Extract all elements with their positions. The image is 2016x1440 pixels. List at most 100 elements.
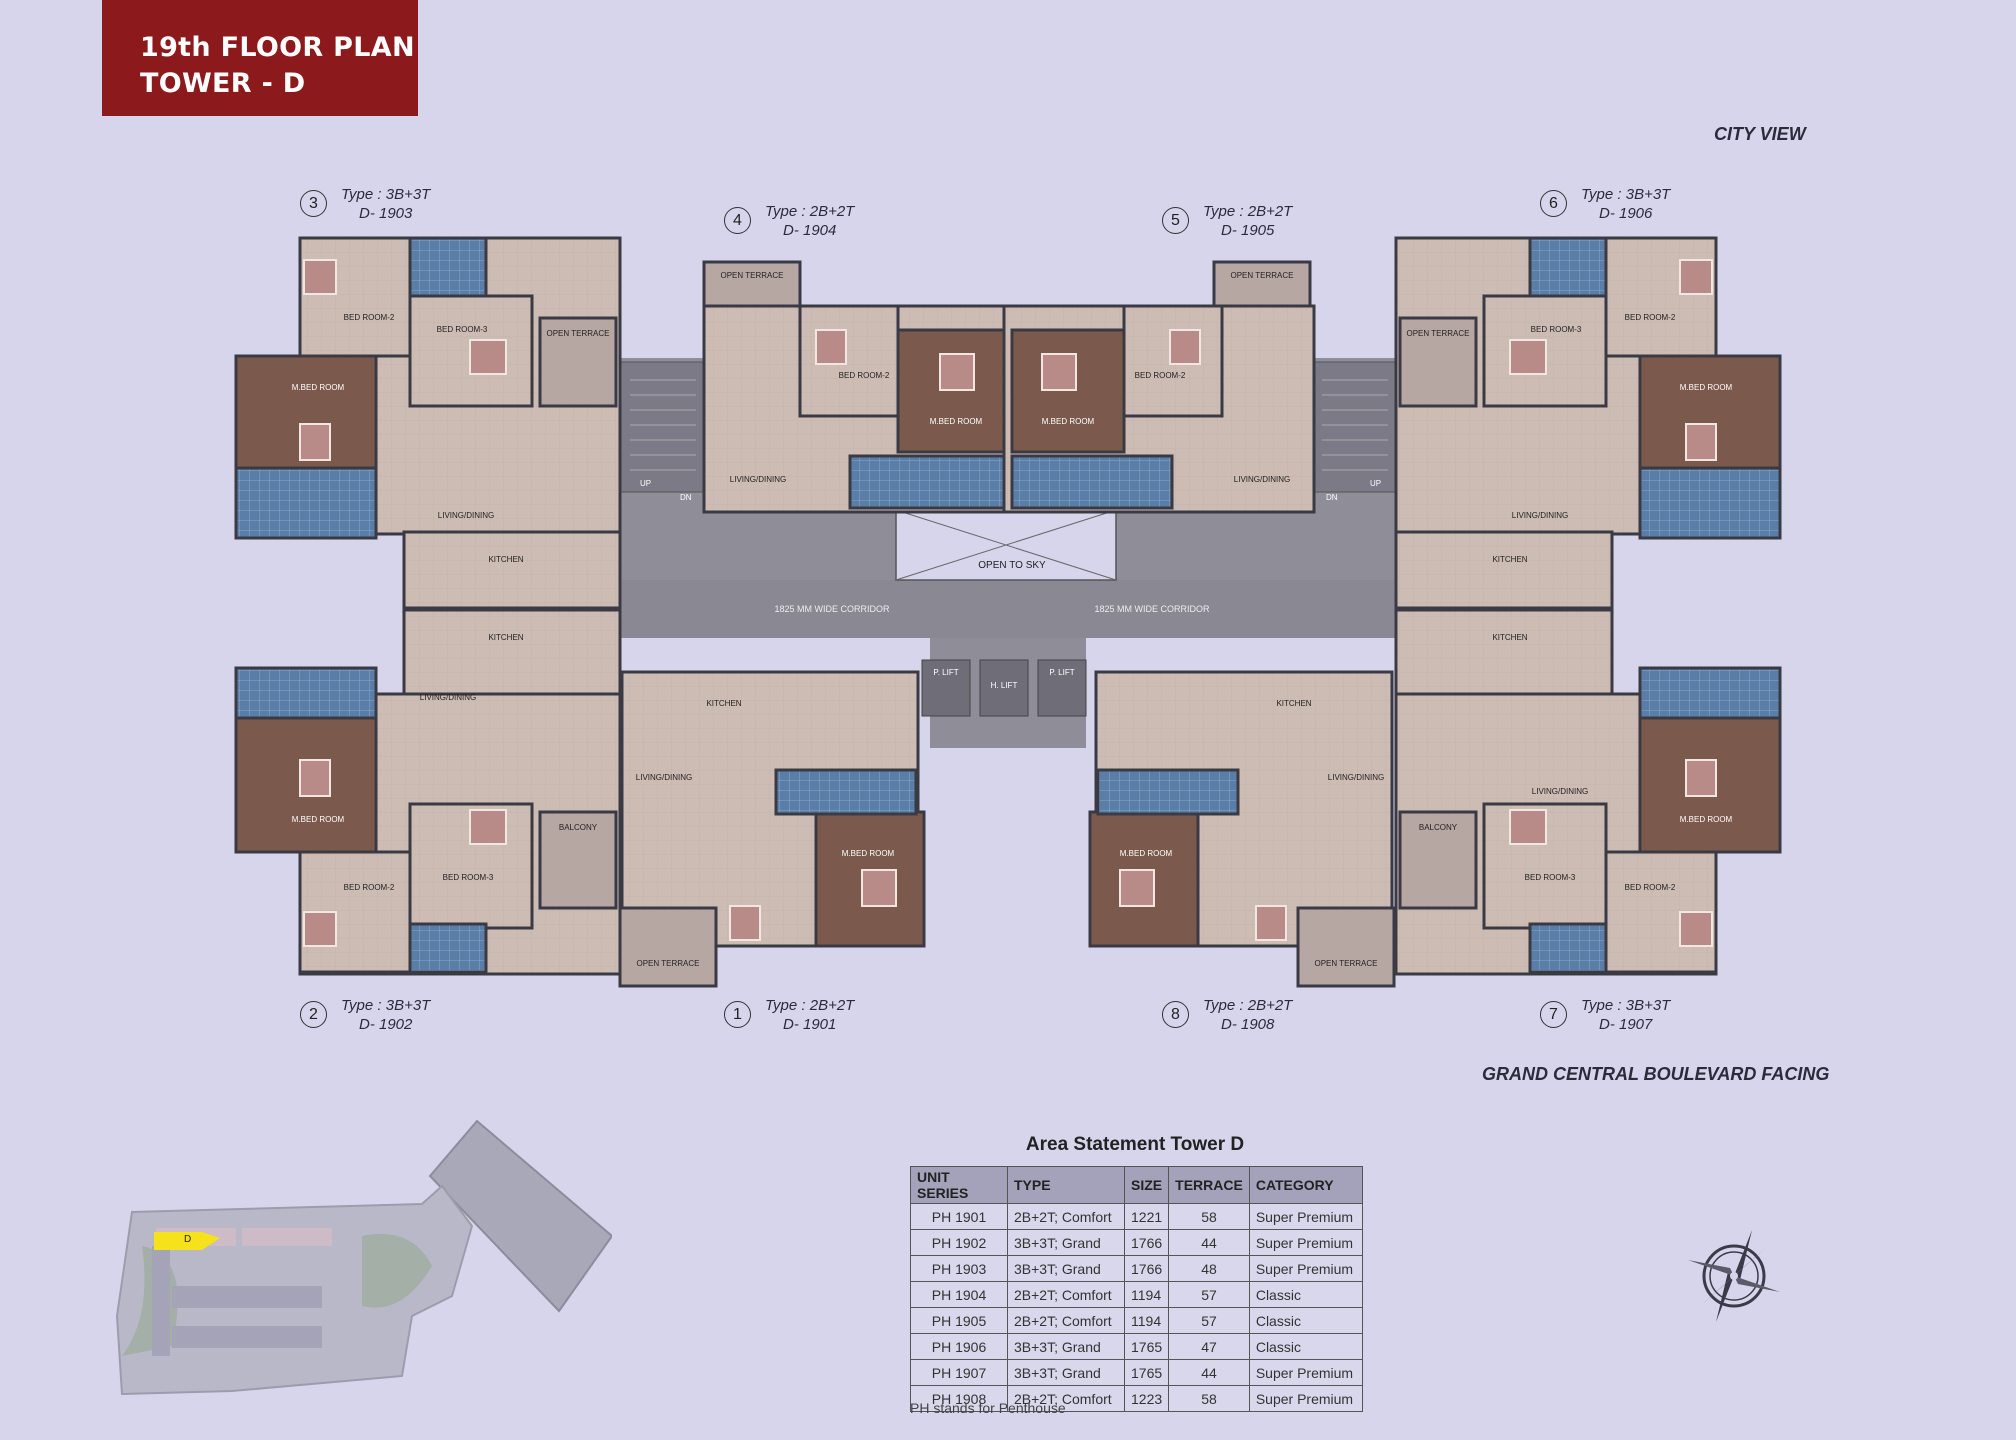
unit-code: D- 1901	[782, 1016, 837, 1033]
svg-text:M.BED ROOM: M.BED ROOM	[930, 417, 983, 426]
unit-code: D- 1908	[1220, 1016, 1275, 1033]
svg-text:BED ROOM-2: BED ROOM-2	[1625, 313, 1676, 322]
boulevard-label: GRAND CENTRAL BOULEVARD FACING	[1482, 1064, 1830, 1084]
unit-label-1906: 6 Type : 3B+3T D- 1906	[1540, 185, 1670, 223]
svg-text:LIVING/DINING: LIVING/DINING	[1532, 787, 1588, 796]
svg-text:KITCHEN: KITCHEN	[706, 699, 741, 708]
p-lift-right	[1037, 659, 1087, 717]
unit-number-badge: 8	[1162, 1001, 1189, 1028]
unit-d1906	[1394, 236, 1782, 610]
title-line2: TOWER - D	[140, 68, 306, 99]
svg-text:DN: DN	[680, 493, 692, 502]
unit-type: Type : 2B+2T	[1203, 997, 1293, 1014]
stair-right	[1311, 361, 1399, 493]
svg-text:BED ROOM-2: BED ROOM-2	[1135, 371, 1186, 380]
unit-type: Type : 2B+2T	[765, 997, 855, 1014]
col-unit-series: UNIT SERIES	[910, 1166, 1008, 1204]
svg-text:OPEN TERRACE: OPEN TERRACE	[1315, 959, 1378, 968]
unit-code: D- 1905	[1220, 222, 1275, 239]
unit-d1902	[234, 608, 622, 976]
svg-text:BED ROOM-3: BED ROOM-3	[1525, 873, 1576, 882]
unit-code: D- 1907	[1598, 1016, 1653, 1033]
svg-text:OPEN TERRACE: OPEN TERRACE	[721, 271, 784, 280]
title-box: 19th FLOOR PLAN TOWER - D	[102, 0, 418, 116]
svg-text:BED ROOM-2: BED ROOM-2	[344, 313, 395, 322]
svg-text:LIVING/DINING: LIVING/DINING	[1328, 773, 1384, 782]
corridor-text-right: 1825 MM WIDE CORRIDOR	[1094, 604, 1210, 614]
unit-number-badge: 2	[300, 1001, 327, 1028]
svg-text:M.BED ROOM: M.BED ROOM	[1120, 849, 1173, 858]
svg-text:DN: DN	[1326, 493, 1338, 502]
svg-text:BED ROOM-2: BED ROOM-2	[1625, 883, 1676, 892]
corridor-text-left: 1825 MM WIDE CORRIDOR	[774, 604, 890, 614]
unit-type: Type : 3B+3T	[1581, 186, 1671, 203]
unit-label-1905: 5 Type : 2B+2T D- 1905	[1162, 202, 1292, 240]
svg-text:P. LIFT: P. LIFT	[1049, 668, 1074, 677]
svg-text:P. LIFT: P. LIFT	[933, 668, 958, 677]
svg-text:OPEN TERRACE: OPEN TERRACE	[1231, 271, 1294, 280]
unit-number-badge: 5	[1162, 207, 1189, 234]
svg-text:UP: UP	[640, 479, 651, 488]
svg-text:LIVING/DINING: LIVING/DINING	[1234, 475, 1290, 484]
svg-text:KITCHEN: KITCHEN	[1276, 699, 1311, 708]
unit-type: Type : 2B+2T	[1203, 203, 1293, 220]
unit-d1903	[234, 236, 622, 610]
penthouse-footnote: PH stands for Penthouse	[910, 1400, 1066, 1416]
svg-text:BED ROOM-2: BED ROOM-2	[344, 883, 395, 892]
unit-number-badge: 6	[1540, 190, 1567, 217]
unit-number-badge: 7	[1540, 1001, 1567, 1028]
svg-text:LIVING/DINING: LIVING/DINING	[1512, 511, 1568, 520]
p-lift-left	[921, 659, 971, 717]
svg-text:M.BED ROOM: M.BED ROOM	[292, 815, 345, 824]
unit-code: D- 1903	[358, 205, 413, 222]
unit-code: D- 1904	[782, 222, 837, 239]
unit-type: Type : 3B+3T	[1581, 997, 1671, 1014]
unit-type: Type : 3B+3T	[341, 997, 431, 1014]
svg-text:H. LIFT: H. LIFT	[991, 681, 1018, 690]
col-terrace: TERRACE	[1168, 1166, 1250, 1204]
col-type: TYPE	[1007, 1166, 1125, 1204]
col-category: CATEGORY	[1248, 1166, 1363, 1204]
unit-code: D- 1906	[1598, 205, 1653, 222]
title-line1: 19th FLOOR PLAN	[140, 32, 415, 63]
unit-number-badge: 3	[300, 190, 327, 217]
unit-label-1908: 8 Type : 2B+2T D- 1908	[1162, 996, 1292, 1034]
svg-text:LIVING/DINING: LIVING/DINING	[636, 773, 692, 782]
unit-number-badge: 4	[724, 207, 751, 234]
open-to-sky-text: OPEN TO SKY	[978, 560, 1046, 571]
svg-text:M.BED ROOM: M.BED ROOM	[1680, 815, 1733, 824]
key-plan-tower-d-highlight	[154, 1232, 220, 1250]
area-statement-table: UNIT SERIES TYPE SIZE TERRACE CATEGORY P…	[910, 1166, 1363, 1412]
svg-text:OPEN TERRACE: OPEN TERRACE	[637, 959, 700, 968]
city-view-label: CITY VIEW	[1714, 124, 1806, 144]
svg-text:BALCONY: BALCONY	[1419, 823, 1458, 832]
unit-label-1901: 1 Type : 2B+2T D- 1901	[724, 996, 854, 1034]
unit-code: D- 1902	[358, 1016, 413, 1033]
svg-text:KITCHEN: KITCHEN	[488, 555, 523, 564]
unit-number-badge: 1	[724, 1001, 751, 1028]
svg-text:KITCHEN: KITCHEN	[1492, 633, 1527, 642]
svg-text:KITCHEN: KITCHEN	[488, 633, 523, 642]
svg-text:KITCHEN: KITCHEN	[1492, 555, 1527, 564]
svg-text:M.BED ROOM: M.BED ROOM	[292, 383, 345, 392]
svg-text:M.BED ROOM: M.BED ROOM	[1042, 417, 1095, 426]
svg-text:M.BED ROOM: M.BED ROOM	[1680, 383, 1733, 392]
svg-text:M.BED ROOM: M.BED ROOM	[842, 849, 895, 858]
svg-text:UP: UP	[1370, 479, 1381, 488]
unit-label-1902: 2 Type : 3B+3T D- 1902	[300, 996, 430, 1034]
unit-d1905	[1002, 260, 1316, 514]
unit-d1901	[618, 670, 926, 988]
svg-text:BED ROOM-3: BED ROOM-3	[1531, 325, 1582, 334]
svg-text:LIVING/DINING: LIVING/DINING	[420, 693, 476, 702]
svg-text:OPEN TERRACE: OPEN TERRACE	[1407, 329, 1470, 338]
